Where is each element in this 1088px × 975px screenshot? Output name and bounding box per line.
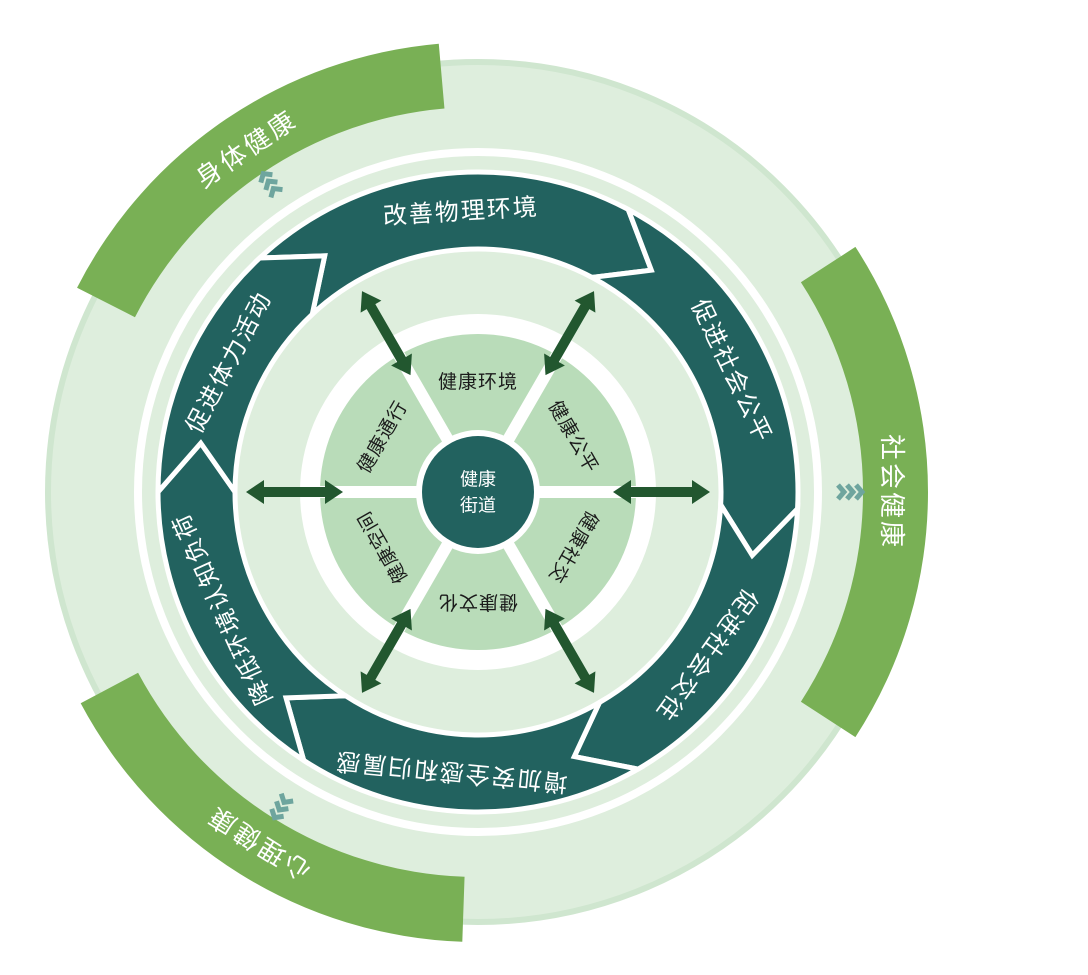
- chevron-icon: [269, 792, 294, 821]
- chevron-icon: [258, 170, 283, 199]
- double-arrow-icon: [613, 480, 710, 504]
- double-arrow-icon: [360, 291, 412, 376]
- double-arrow-icon: [246, 480, 343, 504]
- double-arrow-icon: [360, 608, 412, 693]
- center-label-line2: 街道: [460, 496, 496, 517]
- outer-band-3: [80, 672, 465, 942]
- inner-sector-label: 健康文化: [438, 591, 518, 613]
- chevron-icon: [836, 483, 866, 501]
- double-arrow-icon: [544, 608, 596, 693]
- ring-outline: [134, 148, 822, 836]
- center-disc: [422, 436, 534, 548]
- inner-sector-label: 健康环境: [438, 371, 518, 393]
- ring-segment-6: [155, 253, 328, 500]
- double-arrow-icon: [544, 291, 596, 376]
- outer-band-1: [77, 43, 445, 318]
- outer-band-label: 社会健康: [876, 434, 906, 550]
- center-label-line1: 健康: [460, 470, 496, 491]
